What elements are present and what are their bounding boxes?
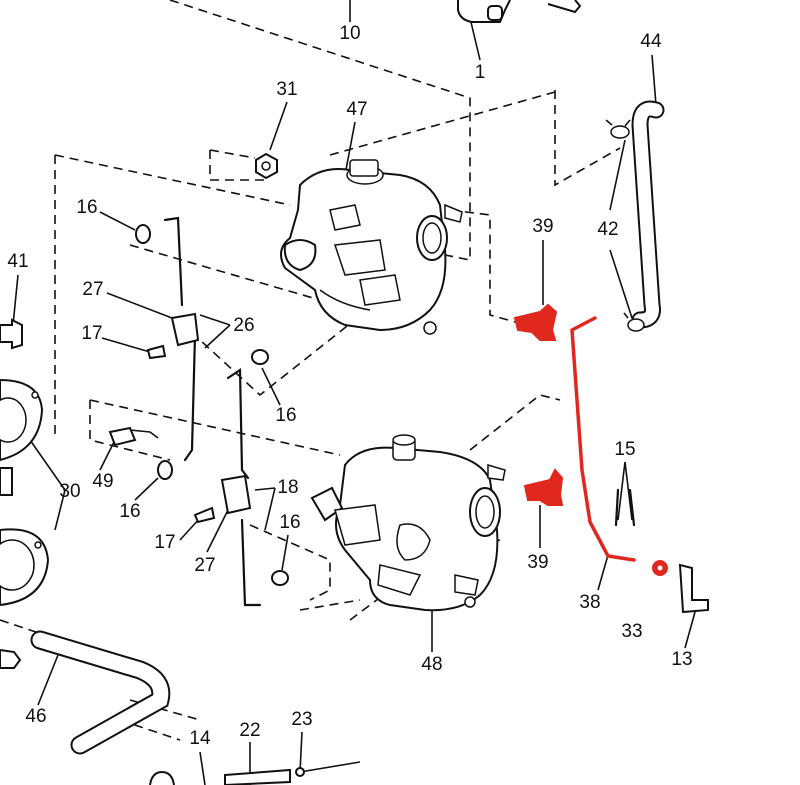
callout-16-middle: 16 xyxy=(275,405,296,426)
part-rods-upper xyxy=(146,216,200,462)
part-15-pins xyxy=(614,488,636,527)
callout-47: 47 xyxy=(346,99,367,120)
part-bottom-hardware xyxy=(0,648,361,785)
callout-42: 42 xyxy=(597,219,618,240)
part-44-hose xyxy=(631,100,665,329)
part-31-nut xyxy=(255,152,278,180)
callout-16-lower: 16 xyxy=(279,512,300,533)
highlight-33-nut xyxy=(652,560,668,576)
callout-27-lower: 27 xyxy=(194,555,215,576)
callout-41: 41 xyxy=(7,251,28,272)
part-top-bracket-1 xyxy=(457,0,582,23)
part-42-clamps xyxy=(605,119,645,332)
part-49-clip xyxy=(108,426,159,447)
part-13-bracket xyxy=(678,563,709,614)
callout-33: 33 xyxy=(621,621,642,642)
callout-13: 13 xyxy=(671,649,692,670)
callout-23: 23 xyxy=(291,709,312,730)
highlight-39-upper xyxy=(513,303,558,341)
part-16-caps xyxy=(135,224,289,586)
callout-30: 30 xyxy=(59,481,80,502)
callout-26: 26 xyxy=(233,315,254,336)
callout-10: 10 xyxy=(339,23,360,44)
highlight-39-lower xyxy=(523,468,564,506)
part-30-gaskets xyxy=(0,378,50,607)
callout-49: 49 xyxy=(92,471,113,492)
part-48-carburetor xyxy=(310,434,506,612)
callout-31: 31 xyxy=(276,79,297,100)
callout-1: 1 xyxy=(475,62,486,83)
callout-16-lower-left: 16 xyxy=(119,501,140,522)
callout-38: 38 xyxy=(579,592,600,613)
callout-15: 15 xyxy=(614,439,635,460)
callout-44: 44 xyxy=(640,31,662,52)
highlight-38-rod xyxy=(570,316,636,562)
callout-39-lower: 39 xyxy=(527,552,548,573)
callout-39-upper: 39 xyxy=(532,216,553,237)
callout-18: 18 xyxy=(277,477,298,498)
callout-22: 22 xyxy=(239,720,260,741)
part-rods-lower xyxy=(193,367,262,607)
callout-27-upper: 27 xyxy=(82,279,103,300)
assembly-dashed-lines xyxy=(0,0,621,741)
callout-46: 46 xyxy=(25,706,46,727)
callout-17-upper: 17 xyxy=(81,323,102,344)
callout-17-lower: 17 xyxy=(154,532,175,553)
callout-16-upper-left: 16 xyxy=(76,197,97,218)
callout-48: 48 xyxy=(421,654,442,675)
part-47-carburetor xyxy=(280,159,463,335)
leader-lines xyxy=(12,0,696,785)
callout-labels: 10 1 44 31 47 16 39 42 41 27 26 17 16 49… xyxy=(7,23,692,749)
part-41-bolt xyxy=(0,318,23,350)
callout-14: 14 xyxy=(189,728,211,749)
part-46-hose xyxy=(30,630,171,755)
